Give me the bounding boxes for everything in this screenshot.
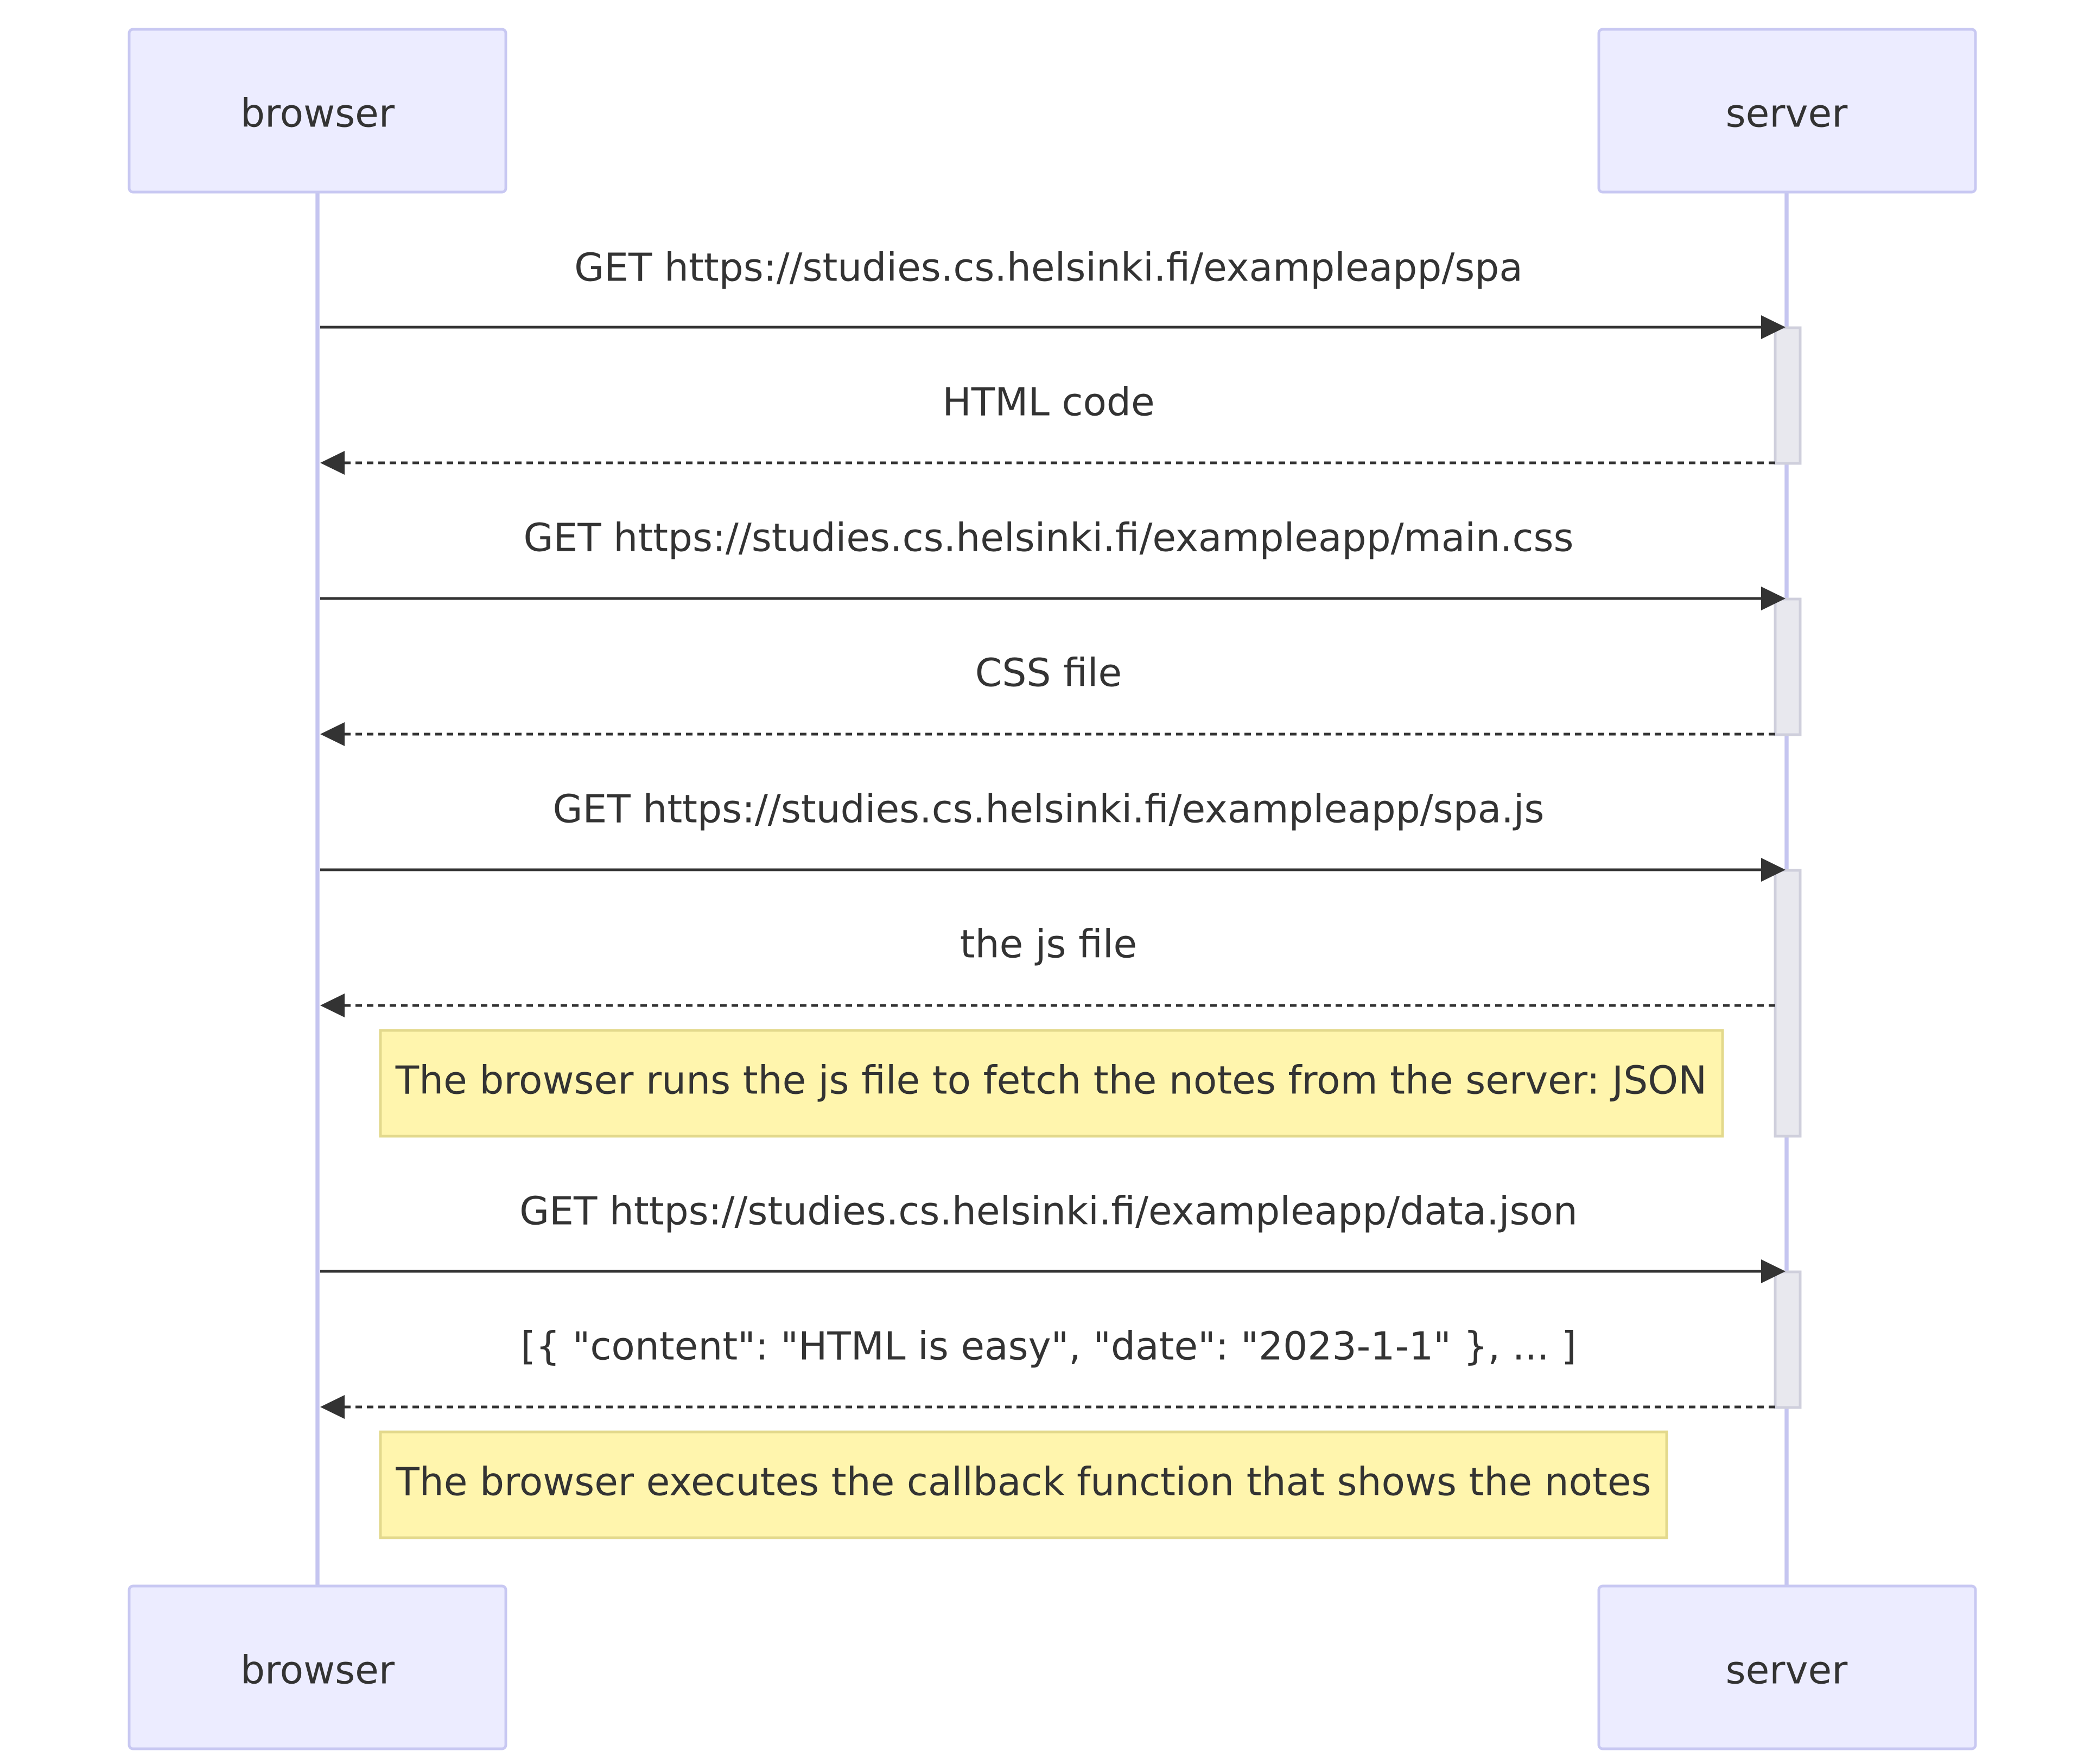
activation-spa [1774, 326, 1802, 465]
arrowhead-right [1761, 587, 1786, 610]
note-label: The browser executes the callback functi… [395, 1460, 1651, 1505]
participant-browser-bottom: browser [128, 1584, 507, 1750]
activation-data-json [1774, 1270, 1802, 1409]
arrowhead-left [320, 994, 345, 1017]
arrowhead-left [320, 451, 345, 475]
activation-main-css [1774, 597, 1802, 736]
arrowhead-right [1761, 1259, 1786, 1283]
message-get-spa-js: GET https://studies.cs.helsinki.fi/examp… [320, 787, 1786, 882]
message-label: GET https://studies.cs.helsinki.fi/examp… [553, 787, 1545, 832]
message-json-response: [{ "content": "HTML is easy", "date": "2… [320, 1324, 1775, 1419]
message-css-file: CSS file [320, 651, 1775, 746]
participant-label: server [1726, 91, 1848, 136]
message-label: GET https://studies.cs.helsinki.fi/examp… [523, 515, 1573, 561]
participant-label: server [1726, 1648, 1848, 1693]
message-html-code: HTML code [320, 380, 1775, 475]
participant-label: browser [240, 1648, 395, 1693]
participant-label: browser [240, 91, 395, 136]
note-label: The browser runs the js file to fetch th… [395, 1058, 1707, 1103]
message-the-js-file: the js file [320, 922, 1775, 1017]
message-label: the js file [960, 922, 1138, 967]
message-get-spa: GET https://studies.cs.helsinki.fi/examp… [320, 245, 1786, 339]
activation-spa-js [1774, 869, 1802, 1138]
note-callback: The browser executes the callback functi… [379, 1430, 1668, 1539]
message-get-data-json: GET https://studies.cs.helsinki.fi/examp… [320, 1189, 1786, 1283]
note-fetch-json: The browser runs the js file to fetch th… [379, 1029, 1724, 1138]
message-get-main-css: GET https://studies.cs.helsinki.fi/examp… [320, 515, 1786, 610]
message-label: GET https://studies.cs.helsinki.fi/examp… [574, 245, 1523, 290]
message-label: [{ "content": "HTML is easy", "date": "2… [520, 1324, 1577, 1369]
message-label: GET https://studies.cs.helsinki.fi/examp… [519, 1189, 1578, 1234]
arrowhead-right [1761, 315, 1786, 339]
arrowhead-left [320, 1395, 345, 1419]
arrowhead-left [320, 722, 345, 746]
message-label: CSS file [975, 651, 1122, 696]
participant-server-top: server [1597, 28, 1977, 194]
participant-browser-top: browser [128, 28, 507, 194]
participant-server-bottom: server [1597, 1584, 1977, 1750]
arrowhead-right [1761, 858, 1786, 882]
message-label: HTML code [942, 380, 1154, 425]
